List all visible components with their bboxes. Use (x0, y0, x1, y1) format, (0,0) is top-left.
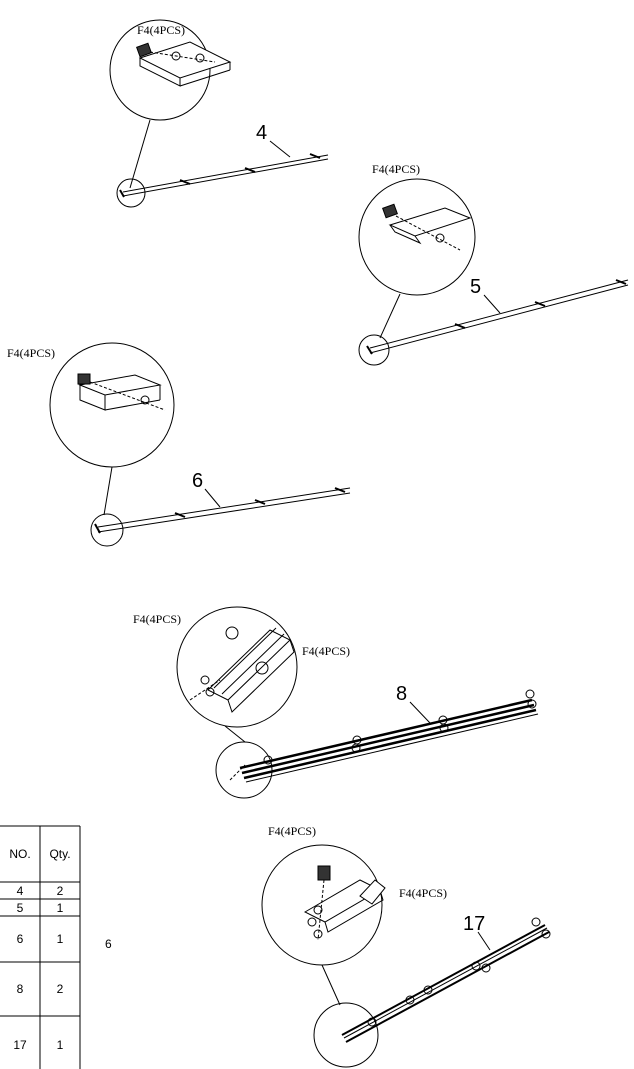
table-header-no: NO. (9, 847, 30, 861)
callout-label: F4(4PCS) (133, 612, 181, 626)
callout-label: F4(4PCS) (7, 346, 55, 360)
table-cell-qty: 1 (57, 1038, 64, 1052)
end-circle-8 (215, 741, 273, 799)
table-cell-no: 17 (13, 1038, 27, 1052)
parts-table-grid (0, 825, 81, 1069)
bracket-detail-17 (303, 865, 386, 941)
step-number: 6 (105, 937, 112, 951)
callout-label: F4(4PCS) (137, 23, 185, 37)
part-number-label: 6 (192, 470, 203, 492)
table-cell-no: 6 (17, 932, 24, 946)
assembly-5 (358, 178, 629, 366)
end-circle-6 (90, 513, 124, 547)
callout-label: F4(4PCS) (302, 644, 350, 658)
rail-6 (94, 487, 351, 534)
assembly-17 (261, 844, 551, 1068)
part-number-label: 8 (396, 683, 407, 705)
leader-line-6 (103, 466, 113, 516)
rail-5 (366, 279, 629, 355)
bracket-detail-8 (189, 626, 295, 713)
table-cell-qty: 2 (57, 982, 64, 996)
end-circle-17 (313, 1002, 379, 1068)
callout-label: F4(4PCS) (268, 824, 316, 838)
assembly-8 (176, 606, 539, 799)
table-header-qty: Qty. (49, 847, 70, 861)
detail-circle-6 (49, 342, 175, 468)
assembly-6 (49, 342, 351, 547)
table-cell-no: 5 (17, 901, 24, 915)
part-number-label: 4 (256, 122, 267, 144)
detail-circle-5 (358, 178, 476, 296)
detail-circle-8 (176, 606, 298, 728)
end-circle-5 (358, 334, 390, 366)
part-number-label: 5 (470, 276, 481, 298)
leader-line-4 (129, 119, 151, 189)
bracket-detail-5 (382, 203, 472, 251)
part-number-label: 17 (463, 913, 485, 935)
leader-line-8 (224, 725, 246, 743)
leader-line-5 (379, 293, 401, 339)
table-cell-no: 8 (17, 982, 24, 996)
bracket-detail-4 (136, 41, 232, 87)
table-cell-no: 4 (17, 884, 24, 898)
table-cell-qty: 1 (57, 901, 64, 915)
table-cell-qty: 2 (57, 884, 64, 898)
assembly-4 (109, 19, 329, 208)
callout-label: F4(4PCS) (399, 886, 447, 900)
callout-label: F4(4PCS) (372, 162, 420, 176)
detail-circle-4 (109, 19, 211, 121)
rail-8 (229, 689, 539, 783)
table-cell-qty: 1 (57, 932, 64, 946)
end-circle-4 (116, 178, 146, 208)
rail-17 (341, 917, 551, 1043)
leader-line-17 (321, 964, 341, 1006)
bracket-detail-6 (77, 373, 166, 411)
rail-4 (119, 153, 329, 198)
